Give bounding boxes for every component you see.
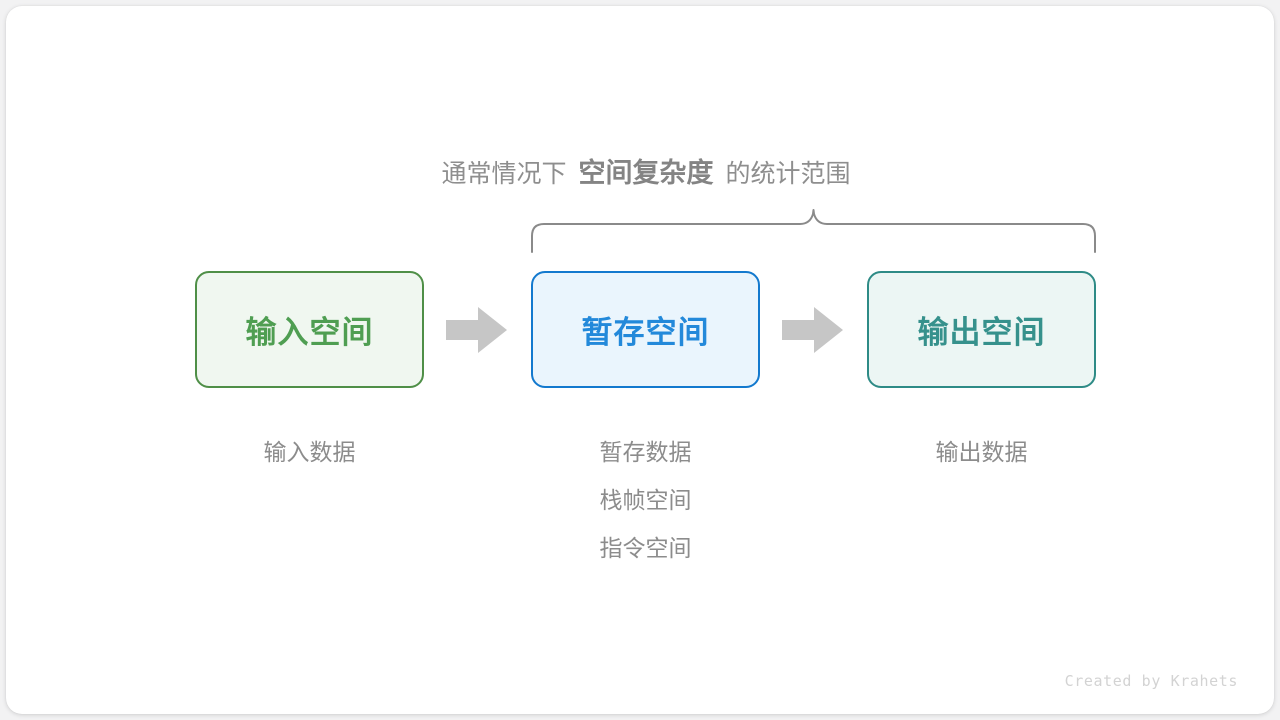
box-output-space-label: 输出空间 [917, 315, 1046, 350]
caption-prefix: 通常情况下 [441, 160, 567, 188]
caption-emphasis: 空间复杂度 [578, 158, 714, 188]
box-input-space-label: 输入空间 [245, 315, 374, 350]
diagram-card: 通常情况下空间复杂度的统计范围 输入空间 暂存空间 输出空间 输入数据 暂存数据 [6, 6, 1274, 714]
box-temp-space-label: 暂存空间 [581, 315, 710, 350]
under-label-group-output: 输出数据 [867, 428, 1096, 476]
under-label-temp-0: 暂存数据 [599, 439, 692, 465]
under-label-input-0: 输入数据 [263, 439, 356, 465]
curly-brace-icon [531, 209, 1096, 253]
arrow-right-icon-2 [782, 307, 843, 353]
under-label-group-temp: 暂存数据 栈帧空间 指令空间 [531, 428, 760, 572]
watermark-credit: Created by Krahets [1064, 672, 1238, 690]
brace-caption: 通常情况下空间复杂度的统计范围 [6, 154, 1274, 193]
under-label-temp-2: 指令空间 [599, 535, 692, 561]
box-temp-space[interactable]: 暂存空间 [531, 271, 760, 388]
caption-suffix: 的统计范围 [725, 160, 851, 188]
box-output-space[interactable]: 输出空间 [867, 271, 1096, 388]
box-input-space[interactable]: 输入空间 [195, 271, 424, 388]
arrow-right-icon-1 [446, 307, 507, 353]
under-label-group-input: 输入数据 [195, 428, 424, 476]
under-label-temp-1: 栈帧空间 [599, 487, 692, 513]
under-label-output-0: 输出数据 [935, 439, 1028, 465]
